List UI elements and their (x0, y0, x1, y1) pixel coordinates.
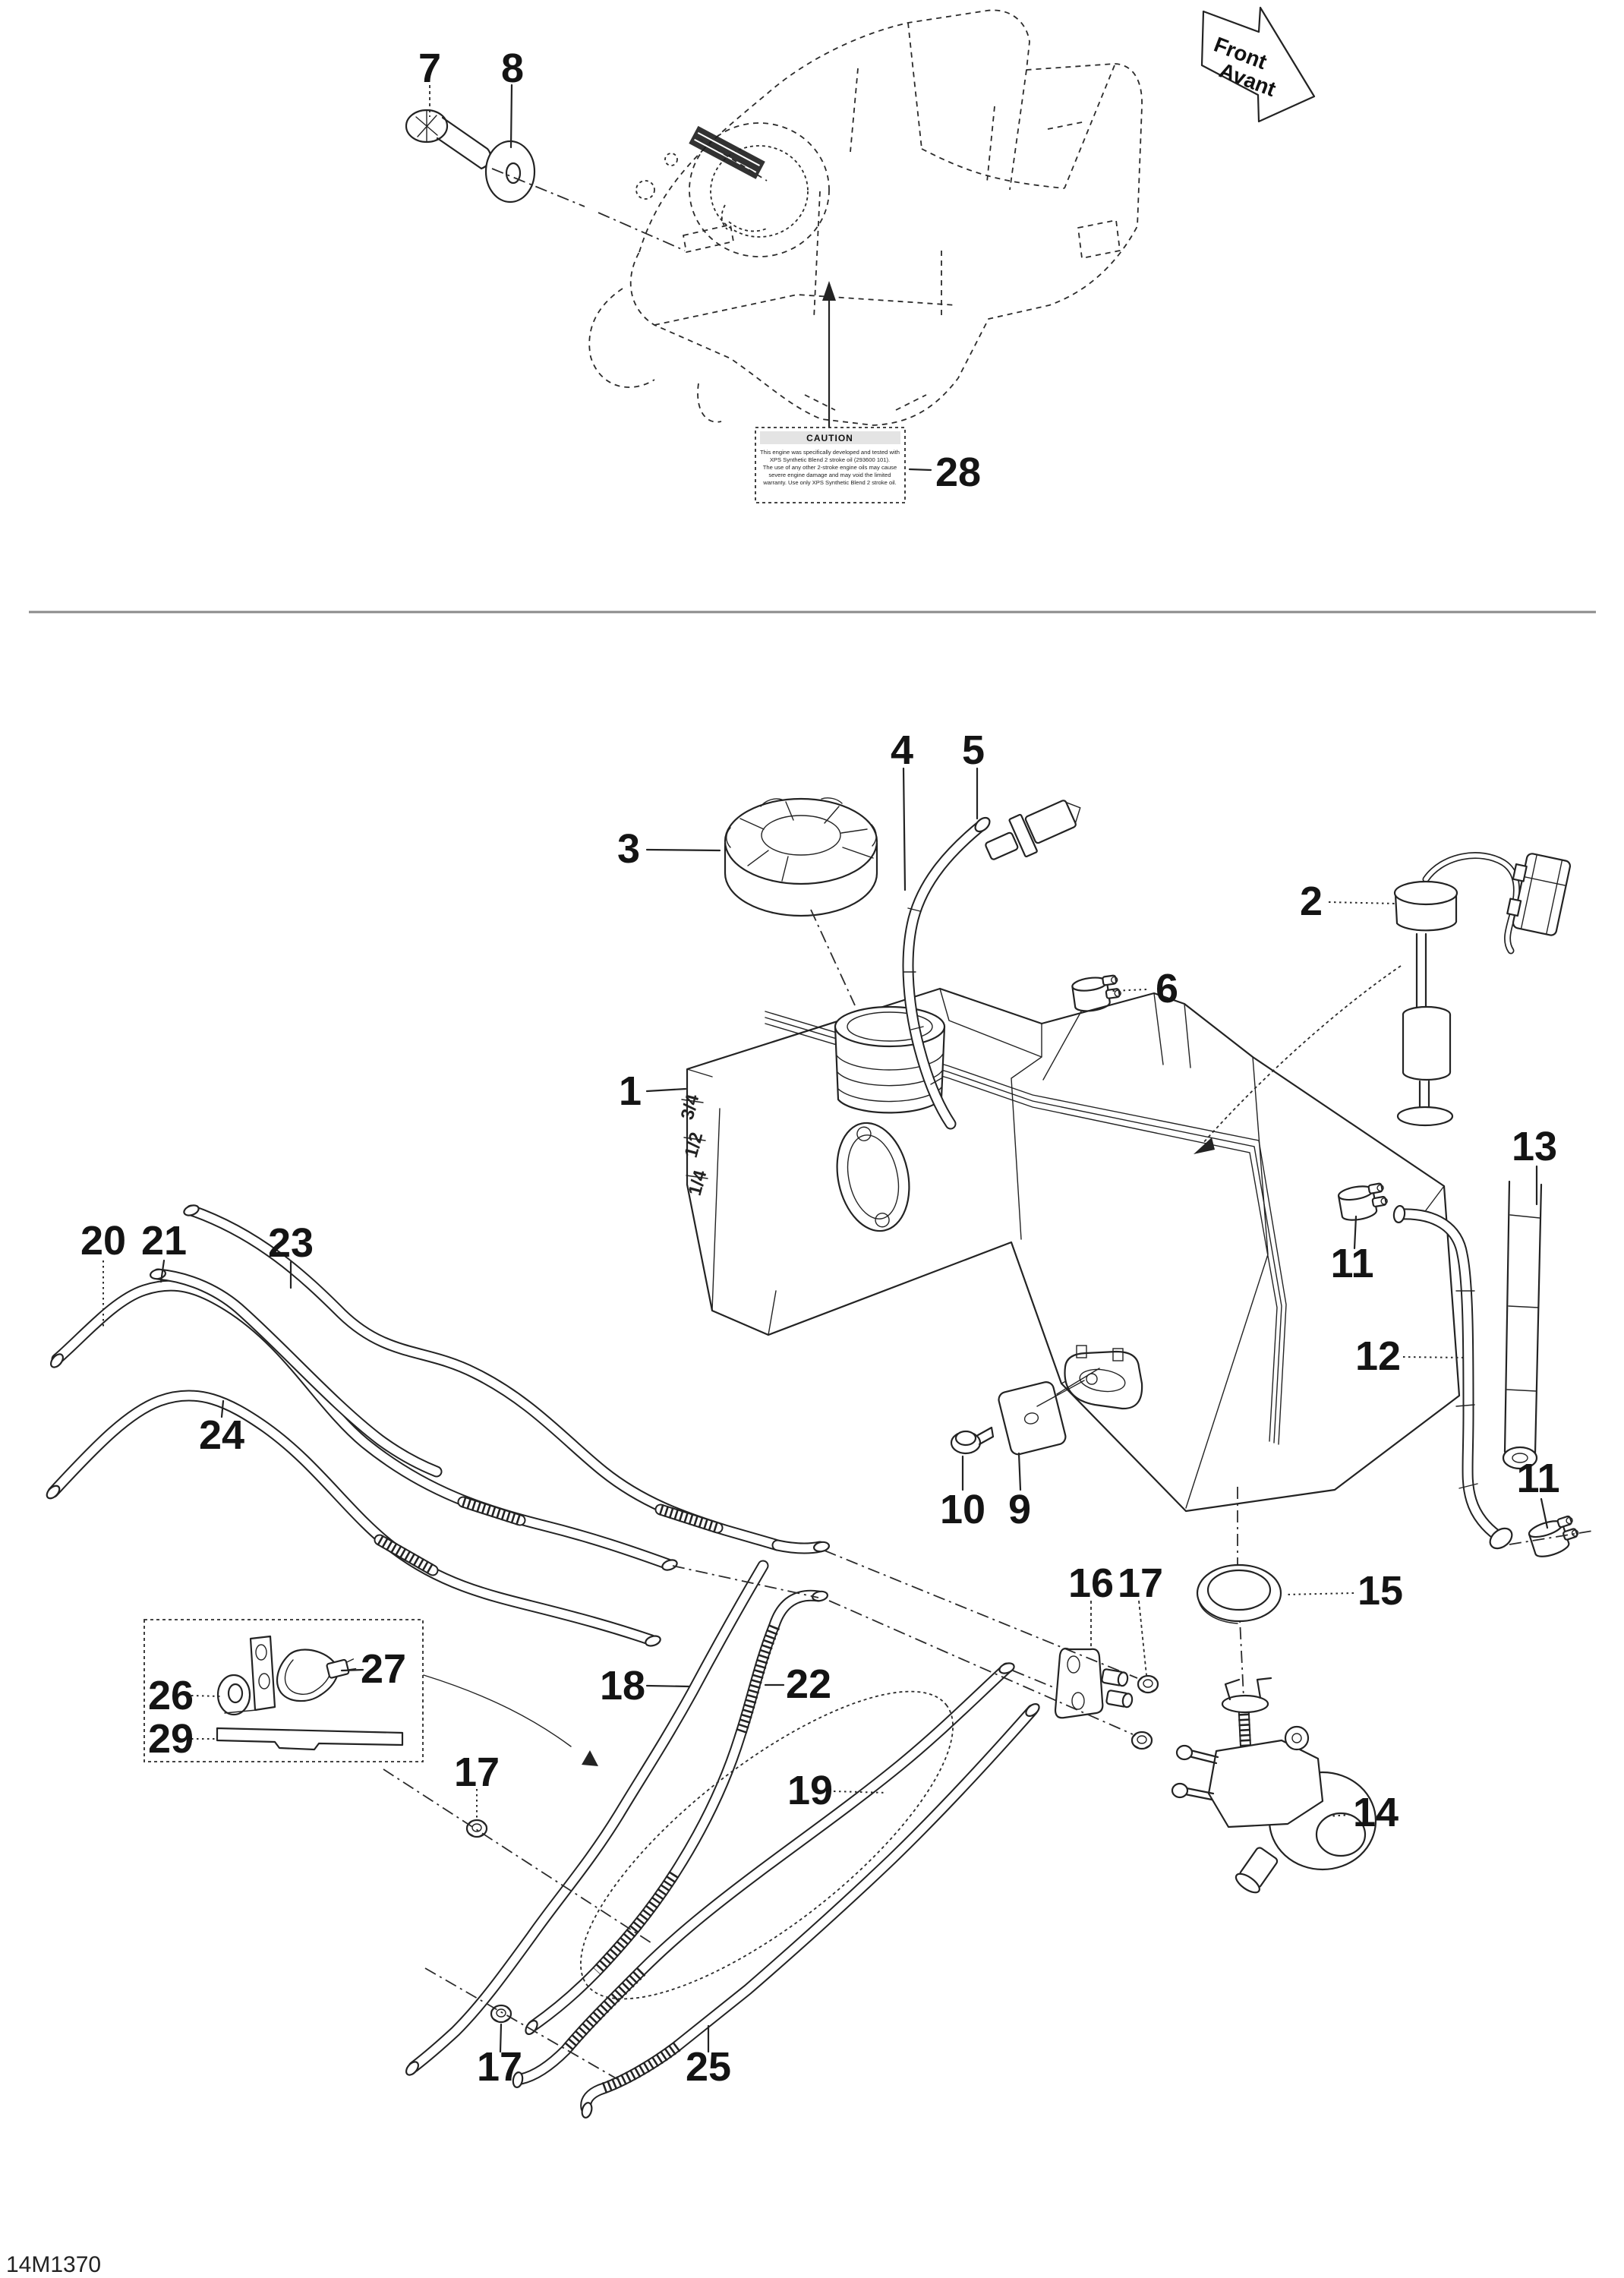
oil-hose-part-19 (512, 1662, 1015, 2089)
washer-part-8 (484, 140, 536, 204)
oil-hose-part-24 (46, 1390, 661, 1647)
callout-26: 26 (148, 1673, 194, 1718)
gauge-ring-outer (689, 122, 830, 257)
tank-mount-boss (1064, 1345, 1143, 1410)
caution-title-band (760, 431, 900, 444)
hose-corrugation-patches (374, 1496, 724, 1576)
callout-7: 7 (418, 46, 441, 91)
sensor-install-arc (1202, 965, 1402, 1144)
warning-sticker (689, 125, 765, 179)
clamp-6-pointer (1042, 1011, 1082, 1081)
callout-17-c: 17 (477, 2044, 522, 2090)
plate-9-pointer (1036, 1368, 1100, 1407)
caution-line-5: warranty. Use only XPS Synthetic Blend 2… (762, 479, 896, 486)
callout-13: 13 (1512, 1124, 1557, 1169)
callout-9: 9 (1008, 1487, 1031, 1532)
callout-29: 29 (148, 1716, 194, 1762)
callout-18: 18 (600, 1663, 645, 1708)
oil-pump-part-14 (1171, 1677, 1377, 1894)
filler-cap-part-3 (724, 797, 878, 917)
console-assembly-reference (588, 9, 1143, 426)
bracket-part-26 (216, 1635, 276, 1716)
callout-1: 1 (619, 1068, 642, 1114)
oil-hose-part-25 (580, 1702, 1040, 2119)
assembly-axis-lines (383, 1550, 1138, 2083)
callout-19: 19 (787, 1768, 833, 1813)
screw-part-10 (950, 1426, 995, 1455)
arrow-outline (1200, 6, 1316, 123)
nut-part-17-a (1137, 1674, 1159, 1694)
callout-11-a: 11 (1330, 1241, 1373, 1286)
oil-level-sensor-part-2 (1194, 852, 1572, 1154)
grommet-part-15 (1196, 1563, 1282, 1624)
bolt-part-7 (405, 109, 491, 170)
console-outline (629, 9, 1143, 426)
callout-14: 14 (1353, 1790, 1399, 1835)
caution-line-3: The use of any other 2-stroke engine oil… (763, 464, 897, 471)
callout-10: 10 (940, 1487, 985, 1532)
callout-22: 22 (786, 1661, 831, 1707)
callout-17-a: 17 (1118, 1560, 1163, 1606)
cap-axis-line (810, 909, 856, 1006)
caution-line-2: XPS Synthetic Blend 2 stroke oil (293600… (770, 456, 890, 463)
caution-line-4: severe engine damage and may void the li… (768, 472, 891, 478)
oil-hose-part-20 (49, 1279, 678, 1571)
callout-8: 8 (501, 46, 524, 91)
drawing-code: 14M1370 (6, 2252, 101, 2277)
caution-title: CAUTION (806, 433, 853, 443)
bracket-part-16 (1054, 1647, 1134, 1719)
vent-hose-part-4 (902, 816, 991, 1130)
hardware-inset-box (143, 1619, 424, 1762)
callout-23: 23 (268, 1220, 314, 1266)
oil-hose-part-22 (525, 1589, 829, 2035)
bolt-axis-line (491, 168, 686, 251)
front-direction-arrow: Front Avant (1200, 6, 1316, 123)
callout-21: 21 (141, 1218, 187, 1264)
callout-2: 2 (1300, 879, 1323, 924)
plate-part-9 (998, 1381, 1067, 1456)
callout-16: 16 (1068, 1560, 1114, 1606)
callout-5: 5 (962, 727, 985, 773)
inset-pointer-arrowhead (582, 1750, 598, 1766)
callout-17-b: 17 (454, 1750, 500, 1795)
inset-pointer-line (423, 1674, 572, 1747)
callout-25: 25 (686, 2044, 731, 2090)
gauge-ring-inner (710, 145, 809, 238)
callout-15: 15 (1358, 1568, 1403, 1614)
nut-part-17-b (1130, 1731, 1153, 1750)
routing-position-outline (580, 1690, 954, 2000)
callout-4: 4 (891, 727, 913, 773)
leader-lines (102, 84, 1549, 2053)
sensor-install-arrowhead (1194, 1137, 1215, 1154)
caution-line-1: This engine was specifically developed a… (760, 449, 900, 456)
callout-12: 12 (1355, 1333, 1401, 1379)
check-valve-part-5 (985, 800, 1081, 860)
caution-pointer-arrowhead (822, 281, 836, 301)
oil-hose-part-13 (1502, 1180, 1543, 1470)
sensor-connector (1506, 853, 1572, 936)
oil-hose-part-18 (405, 1560, 769, 2076)
hose-12-axis-line (1509, 1530, 1594, 1545)
callout-6: 6 (1156, 966, 1178, 1011)
strip-part-29 (216, 1727, 404, 1751)
callout-labels: 7 8 28 3 4 5 6 1 2 13 11 12 15 11 14 16 … (80, 46, 1560, 2090)
tank-access-plate (836, 1122, 910, 1232)
callout-11-b: 11 (1516, 1456, 1559, 1501)
callout-20: 20 (80, 1218, 126, 1264)
callout-24: 24 (199, 1412, 244, 1458)
caution-label: CAUTION This engine was specifically dev… (755, 281, 906, 503)
clamp-part-11-lower (1526, 1513, 1583, 1561)
callout-3: 3 (617, 826, 640, 872)
callout-27: 27 (361, 1646, 406, 1692)
callout-28: 28 (935, 450, 981, 495)
oil-hose-part-12 (1392, 1204, 1513, 1550)
tank-outline (686, 987, 1461, 1513)
clip-ring-part-27 (276, 1649, 357, 1702)
